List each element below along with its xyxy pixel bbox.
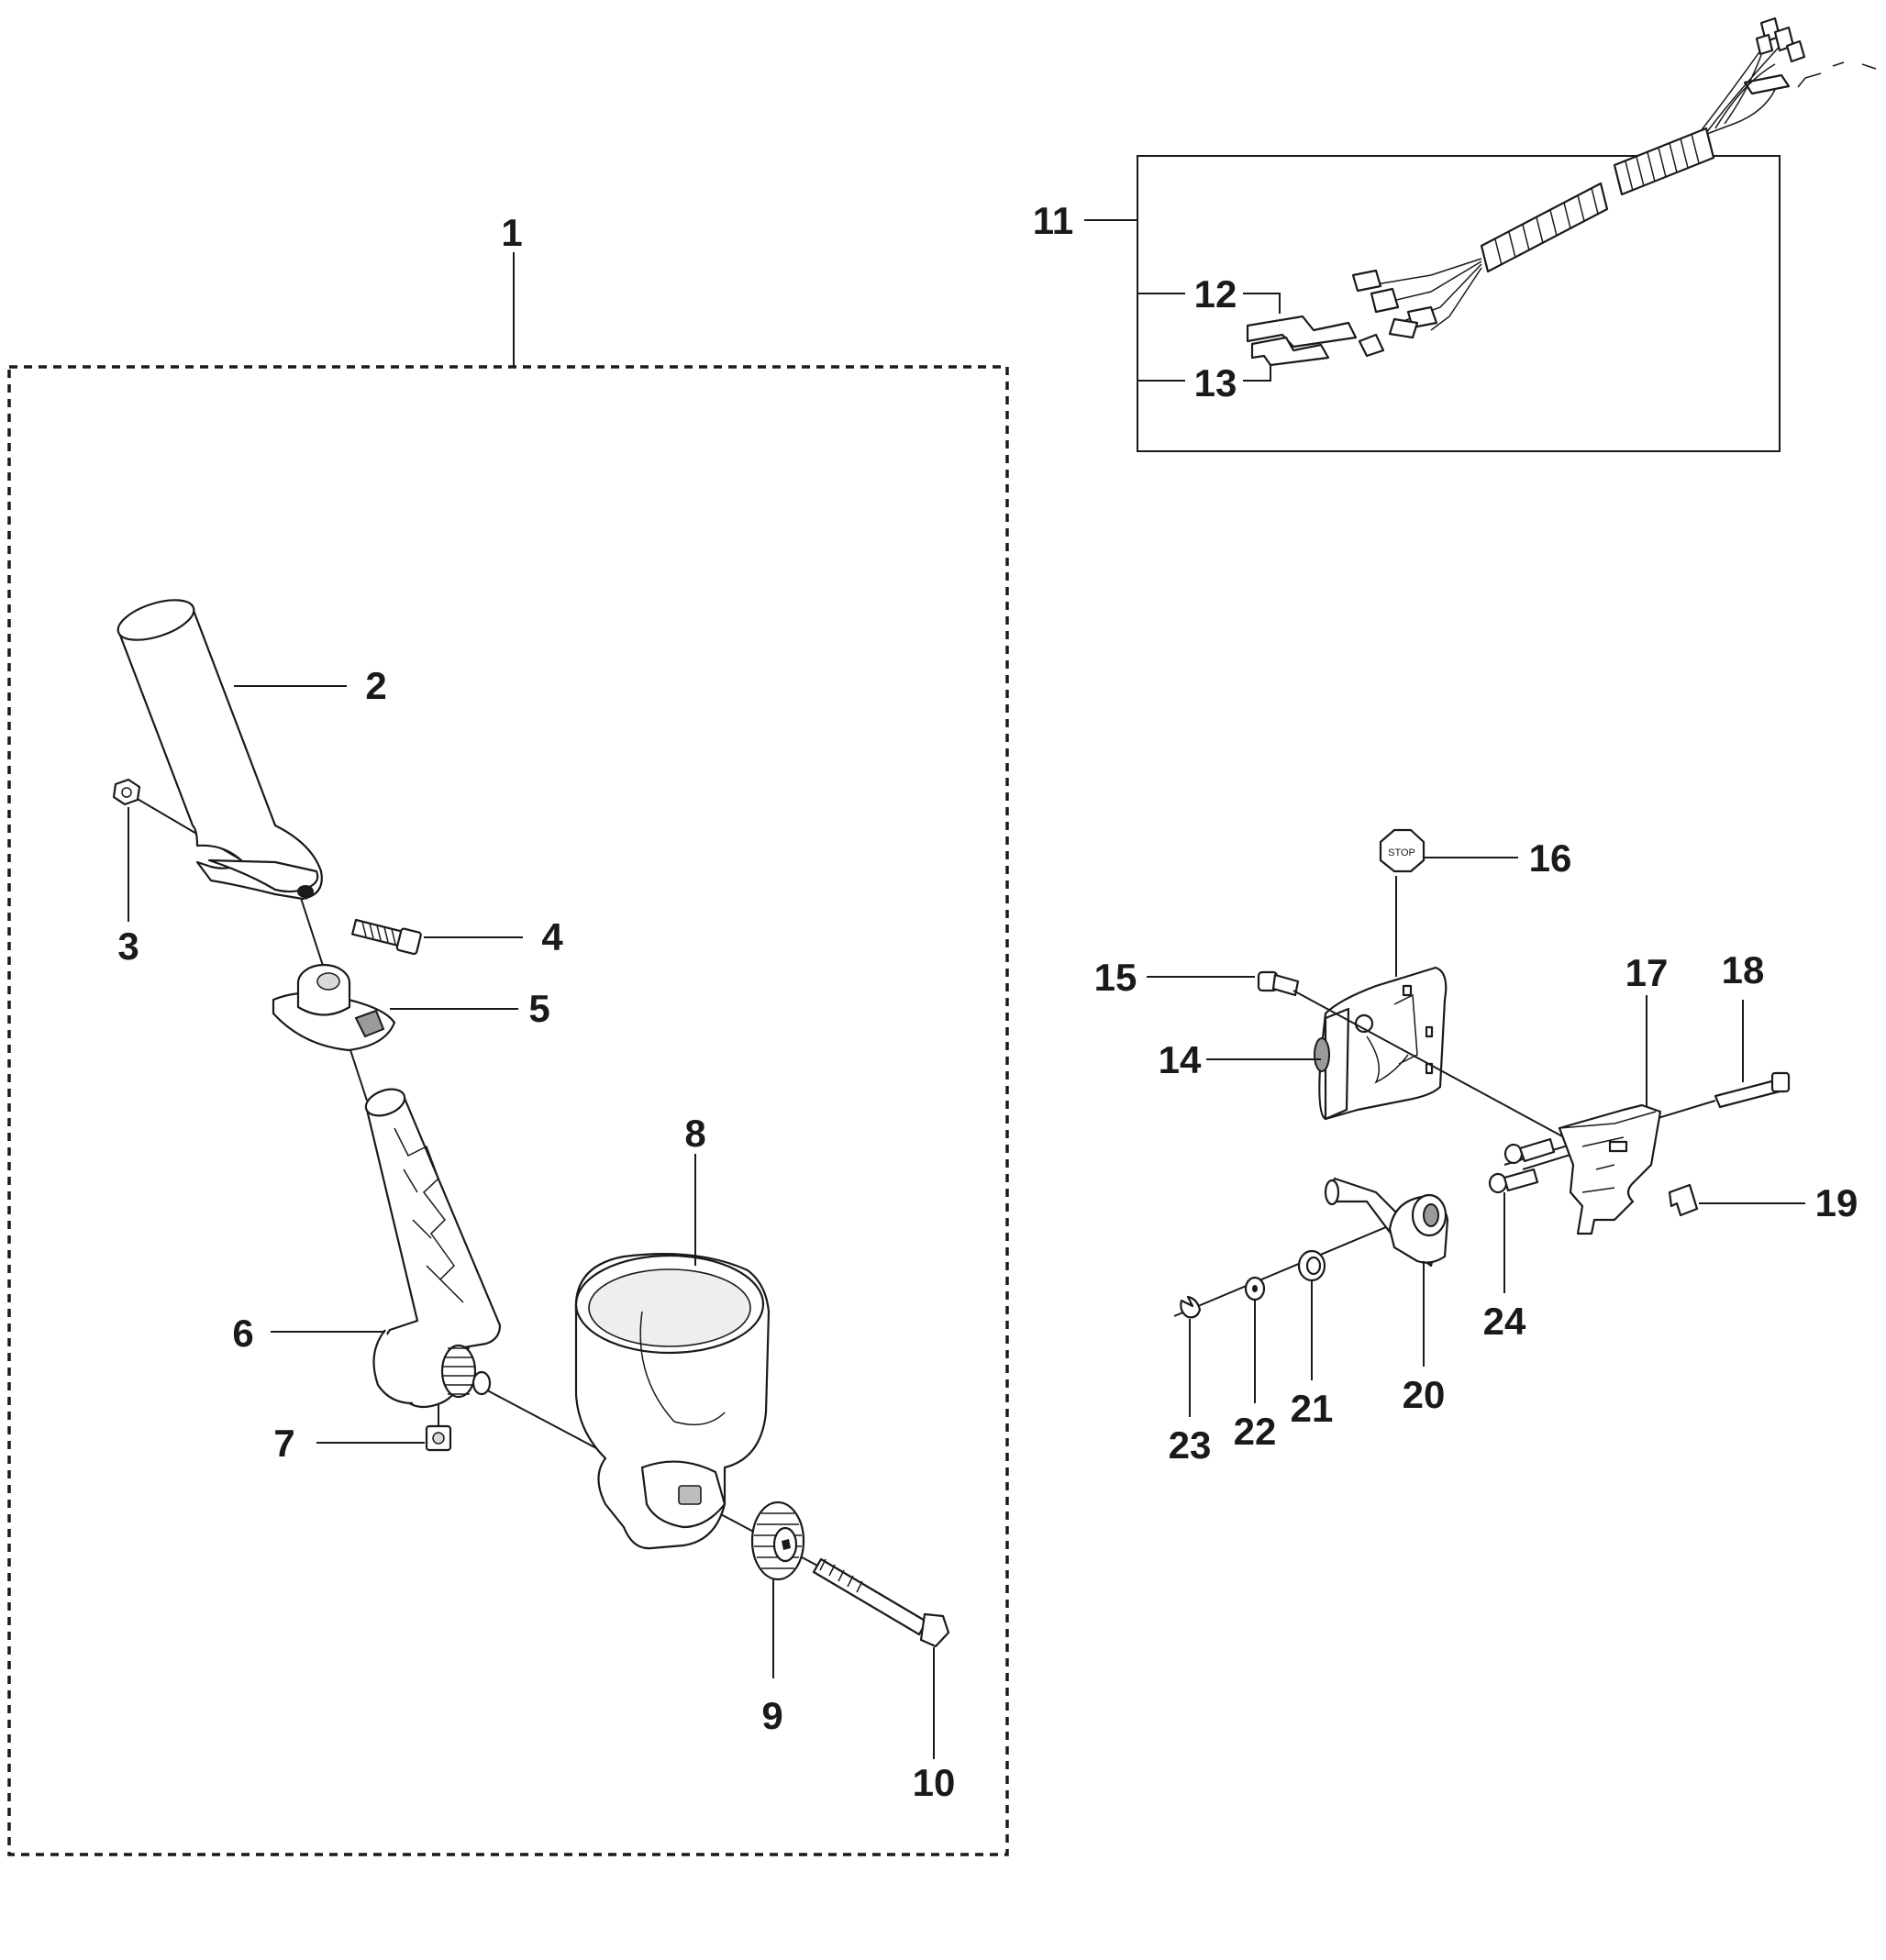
corrugated-conduit-right — [1613, 127, 1715, 196]
callout-19: 19 — [1815, 1181, 1858, 1224]
square-nut-part-7 — [425, 1424, 452, 1452]
switch-housing-part-14 — [1314, 966, 1448, 1121]
callout-23: 23 — [1169, 1423, 1212, 1467]
handle-assembly-group — [7, 252, 1009, 1856]
callout-21: 21 — [1291, 1387, 1334, 1430]
callout-12: 12 — [1194, 272, 1237, 316]
bolt-part-10 — [812, 1557, 950, 1648]
callout-3: 3 — [117, 925, 139, 968]
callout-13: 13 — [1194, 361, 1237, 404]
axis-line-switch — [1292, 990, 1565, 1138]
pinion-gear-part-6 — [440, 1344, 492, 1399]
callout-24: 24 — [1483, 1300, 1526, 1343]
callout-15: 15 — [1094, 956, 1137, 999]
stop-switch-group: STOP — [1147, 828, 1805, 1417]
screw-part-15 — [1257, 970, 1300, 997]
sleeve-part-5 — [272, 963, 396, 1052]
bracket-part-17 — [1558, 1103, 1662, 1235]
callout-1: 1 — [501, 211, 522, 254]
callout-9: 9 — [761, 1694, 782, 1737]
callout-17: 17 — [1625, 951, 1669, 994]
corrugated-conduit-left — [1480, 182, 1609, 273]
stop-sticker-part-16: STOP — [1379, 828, 1426, 873]
callout-5: 5 — [528, 987, 549, 1030]
insulation-strip-part-13 — [1250, 336, 1330, 367]
clamp-ring-part-8 — [574, 1253, 771, 1550]
wiring-harness-group — [1084, 17, 1877, 452]
clip-part-19 — [1668, 1183, 1699, 1217]
cable-harness — [1351, 17, 1877, 358]
callout-10: 10 — [913, 1761, 956, 1804]
gear-wheel-part-9 — [750, 1500, 805, 1581]
grip-part-2 — [116, 599, 323, 901]
callout-2: 2 — [365, 664, 386, 707]
assembly-1-dashed-frame — [7, 365, 1009, 1856]
assembly-11-frame — [1137, 155, 1781, 452]
callout-6: 6 — [232, 1312, 253, 1355]
svg-text:STOP: STOP — [1388, 847, 1415, 858]
callout-18: 18 — [1722, 948, 1765, 991]
callout-16: 16 — [1529, 836, 1572, 880]
leader-12 — [1243, 293, 1281, 314]
callout-11: 11 — [1033, 199, 1073, 242]
insulation-strip-part-12 — [1246, 315, 1358, 349]
callout-4: 4 — [541, 915, 563, 958]
circlip-part-23 — [1180, 1295, 1202, 1319]
callout-labels: 1 2 3 4 5 6 7 8 9 10 11 12 13 14 15 16 1… — [117, 199, 1858, 1804]
axis-line-spindle — [1173, 1219, 1404, 1317]
bolt-part-18 — [1714, 1071, 1791, 1109]
screw-part-4 — [351, 918, 422, 956]
callout-20: 20 — [1403, 1373, 1446, 1416]
washer-part-22 — [1244, 1276, 1266, 1301]
callout-14: 14 — [1159, 1038, 1202, 1081]
lever-part-20 — [1324, 1177, 1449, 1268]
o-ring-part-21 — [1297, 1249, 1326, 1282]
callout-8: 8 — [684, 1112, 705, 1155]
callout-7: 7 — [273, 1422, 294, 1465]
screws-part-24 — [1488, 1137, 1556, 1194]
callout-22: 22 — [1234, 1410, 1277, 1453]
lever-part-6 — [364, 1088, 502, 1409]
